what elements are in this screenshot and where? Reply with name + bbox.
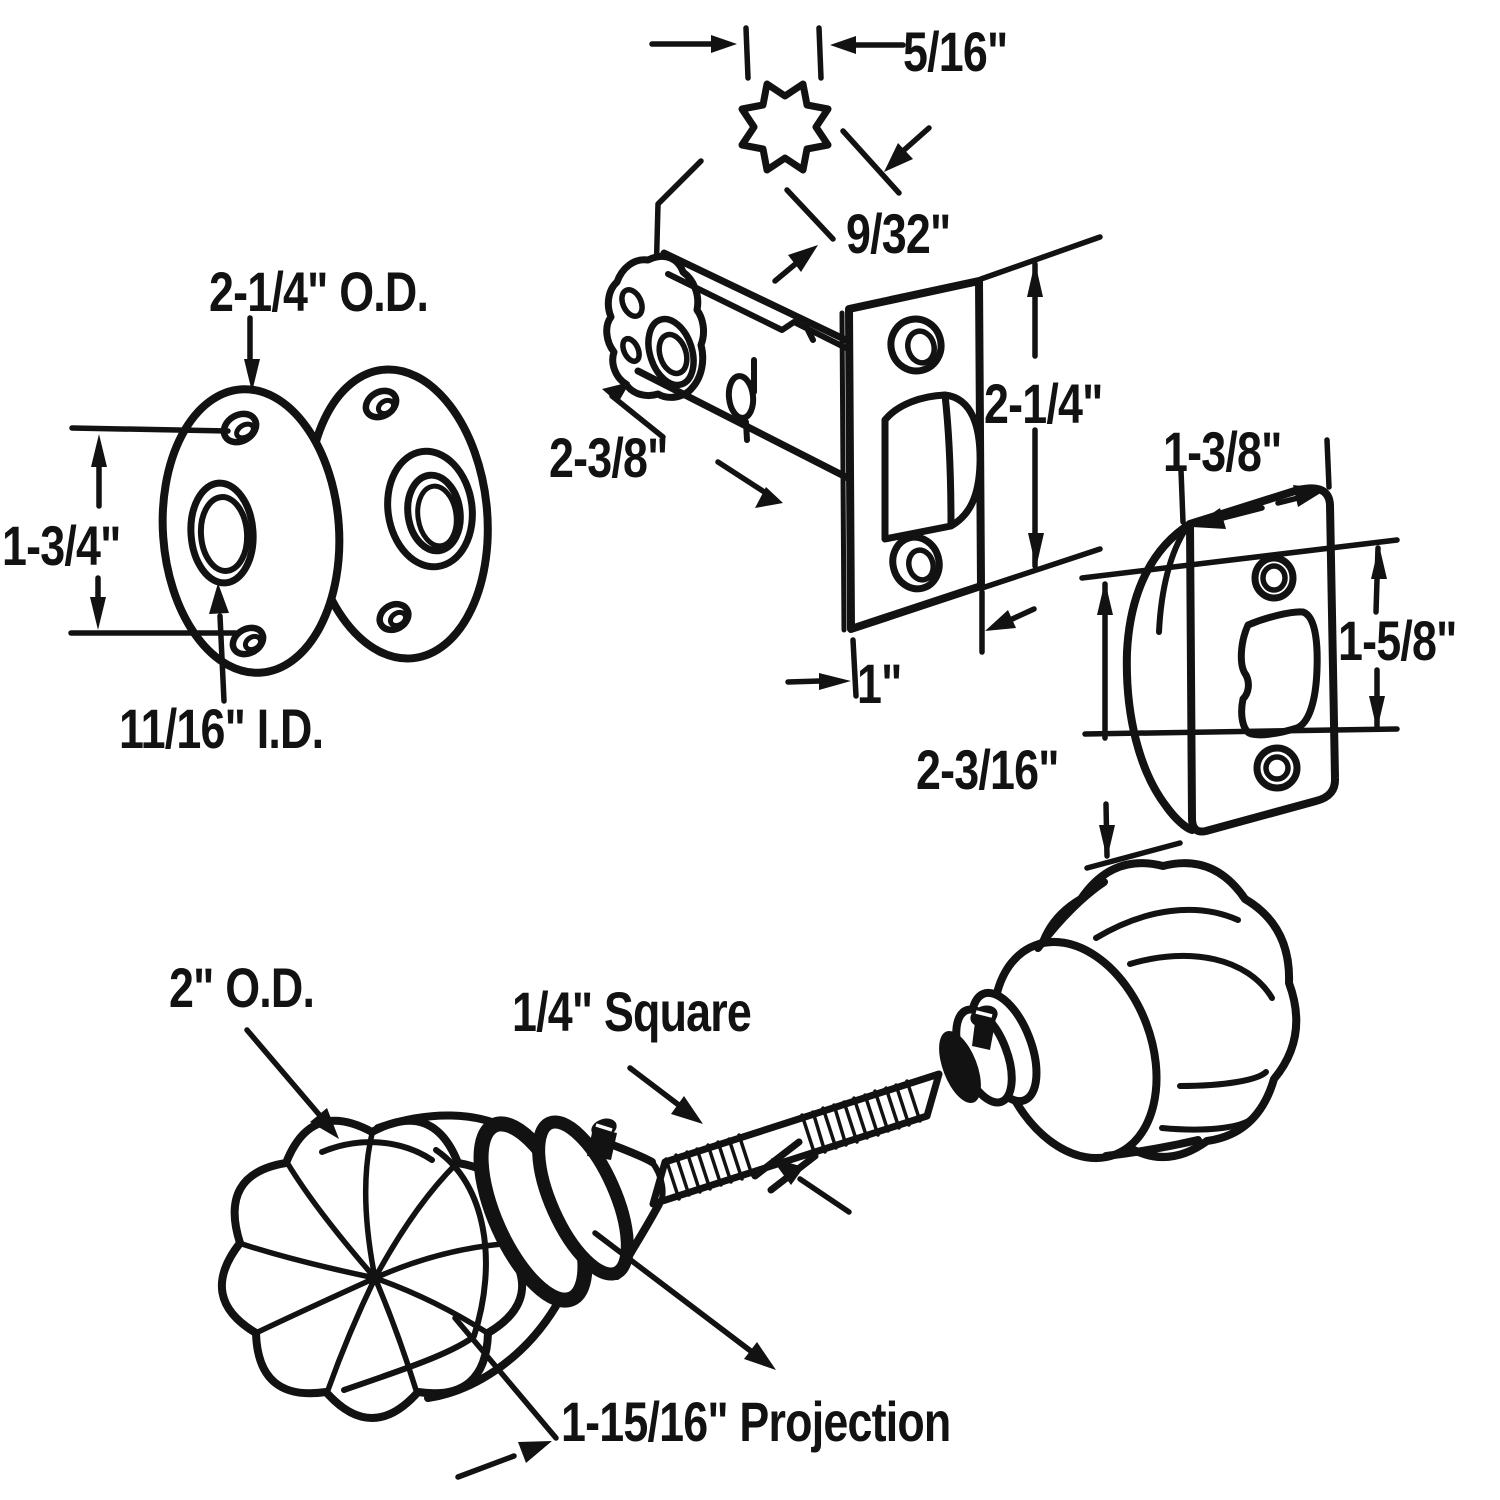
strike-plate	[1079, 437, 1400, 871]
strike-screw-hole-bottom	[1253, 744, 1301, 792]
arrowhead	[91, 434, 107, 467]
arrowhead	[1192, 508, 1226, 529]
strike-latch-opening	[1237, 608, 1321, 739]
arrowhead	[1099, 825, 1115, 859]
dim-label-spindle-square: 1/4" Square	[512, 980, 752, 1043]
arrowhead	[788, 245, 818, 272]
arrowhead	[985, 610, 1016, 631]
faceplate-screw-hole-bottom	[889, 533, 943, 593]
arrowhead	[310, 1108, 339, 1139]
arrowhead	[244, 359, 260, 392]
left-knob-hub	[368, 1271, 382, 1285]
strike-lip	[1122, 520, 1196, 834]
spindle-threads	[664, 1079, 922, 1201]
knob-and-spindle-assembly	[217, 859, 1301, 1480]
latch-bolt	[881, 391, 984, 543]
arrowhead	[518, 1441, 552, 1463]
rosette-center-hole	[187, 479, 257, 587]
tubular-latch-assembly	[602, 234, 1103, 699]
arrowhead	[1028, 533, 1044, 568]
dim-label-rosette-spacing: 1-3/4"	[2, 514, 121, 577]
cross-bore-hole	[725, 373, 757, 421]
arrowhead	[884, 143, 913, 172]
left-knob	[217, 1111, 666, 1422]
projection-extension-line	[592, 1230, 755, 1355]
arrowhead	[90, 597, 106, 630]
strike-screw-hole-top	[1251, 554, 1297, 602]
dim-label-spindle-width: 5/16"	[903, 20, 1008, 83]
arrowhead	[1027, 262, 1043, 297]
arrowhead	[1369, 696, 1385, 730]
faceplate-screw-hole-top	[887, 315, 945, 375]
spindle-hole-cross-section	[649, 25, 932, 284]
arrowhead	[755, 487, 783, 508]
dim-label-knob-projection: 1-15/16" Projection	[561, 1390, 951, 1453]
arrowhead	[711, 35, 737, 53]
dim-label-rosette-od: 2-1/4" O.D.	[209, 260, 429, 323]
arrowhead	[209, 583, 229, 614]
arrowhead	[830, 36, 856, 54]
left-knob-flutes	[239, 1131, 505, 1393]
star-shape	[738, 80, 832, 174]
dim-label-spindle-point: 9/32"	[846, 202, 951, 265]
arrowhead	[1371, 545, 1387, 579]
dim-label-faceplate-width: 1"	[857, 652, 902, 715]
arrowhead	[1097, 581, 1113, 615]
latch-tube-bottom-edge	[634, 367, 852, 482]
dim-label-strike-height: 2-3/16"	[916, 738, 1059, 801]
right-knob	[939, 859, 1301, 1163]
arrowhead	[819, 673, 851, 690]
arrowhead	[602, 382, 630, 403]
rosette-pair	[68, 315, 492, 704]
arrowhead	[1293, 485, 1327, 507]
dim-label-knob-od: 2" O.D.	[169, 956, 315, 1019]
latch-tube-top-edge	[660, 249, 852, 345]
dim-label-faceplate-height: 2-1/4"	[984, 372, 1103, 435]
arrowhead	[771, 1158, 804, 1185]
left-set-screw	[587, 1128, 617, 1160]
dim-label-strike-width: 1-3/8"	[1163, 420, 1282, 483]
spindle-bore	[645, 315, 697, 389]
dim-label-strike-face: 1-5/8"	[1338, 609, 1457, 672]
right-knob-flutes	[1093, 906, 1275, 1133]
arrowhead	[744, 1342, 776, 1370]
dim-label-rosette-id: 11/16" I.D.	[119, 697, 324, 760]
projection-extension-line	[452, 1315, 559, 1441]
arrowhead	[671, 1096, 703, 1124]
dim-label-latch-length: 2-3/8"	[549, 426, 668, 489]
back-rosette-collar	[384, 447, 476, 571]
